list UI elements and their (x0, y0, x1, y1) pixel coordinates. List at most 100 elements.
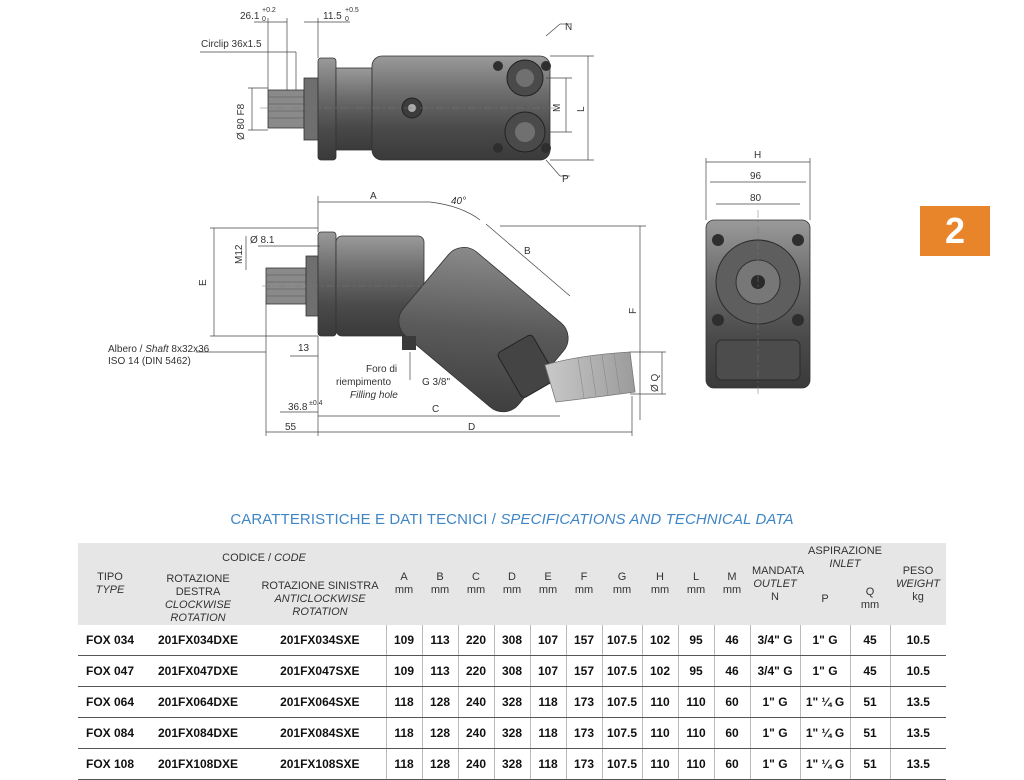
table-cell: 46 (713, 655, 751, 687)
table-cell: 110 (677, 748, 715, 780)
table-cell: 13.5 (889, 717, 947, 749)
table-cell: 201FX034DXE (142, 625, 254, 656)
table-cell: 3/4" G (749, 655, 801, 687)
table-cell: 240 (457, 748, 495, 780)
table-cell: 51 (849, 717, 891, 749)
table-cell: 113 (421, 655, 459, 687)
table-cell: 118 (385, 686, 423, 718)
top-view-dimensions (200, 18, 594, 177)
filling-hole-label: Filling hole (350, 390, 398, 401)
table-cell: 220 (457, 655, 495, 687)
label-f: F (628, 308, 639, 314)
label-m12: M12 (234, 244, 245, 264)
table-cell: 308 (493, 625, 531, 656)
label-g38: G 3/8" (422, 377, 450, 388)
table-cell: 113 (421, 625, 459, 656)
label-l: L (576, 106, 587, 112)
table-cell: 107.5 (601, 655, 643, 687)
side-view-pump (262, 231, 636, 413)
table-cell: 60 (713, 717, 751, 749)
label-angle: 40° (451, 196, 466, 207)
label-p: P (562, 174, 569, 185)
label-h: H (754, 150, 761, 161)
table-cell: 107.5 (601, 748, 643, 780)
table-cell: 308 (493, 655, 531, 687)
dim-26: 26.1 (240, 11, 260, 22)
label-phi81: Ø 8.1 (250, 235, 275, 246)
table-cell: FOX 034 (78, 625, 142, 656)
table-cell: 173 (565, 717, 603, 749)
table-cell: 201FX084DXE (142, 717, 254, 749)
table-cell: 1" ¼ G (799, 686, 851, 718)
dim-11-tol-up: +0.5 (345, 7, 359, 14)
header-code: CODICE / CODE (142, 543, 387, 573)
table-cell: 110 (677, 717, 715, 749)
table-cell: 201FX047SXE (254, 655, 387, 687)
label-n: N (565, 22, 572, 33)
front-view-labels: H 96 80 (750, 150, 762, 204)
table-cell: 201FX064SXE (254, 686, 387, 718)
dim-26-tol-up: +0.2 (262, 7, 276, 14)
table-cell: 328 (493, 686, 531, 718)
technical-drawings: 26.1 +0.2 0 11.5 +0.5 0 Circlip 36x1.5 Ø… (108, 7, 811, 436)
table-cell: 10.5 (889, 625, 947, 656)
table-cell: 173 (565, 748, 603, 780)
label-m: M (552, 104, 563, 112)
table-cell: 107.5 (601, 625, 643, 656)
table-cell: 110 (641, 748, 679, 780)
table-cell: 240 (457, 686, 495, 718)
dim-11-tol-low: 0 (345, 16, 349, 23)
table-cell: 95 (677, 625, 715, 656)
table-cell: FOX 064 (78, 686, 142, 718)
table-cell: 60 (713, 748, 751, 780)
label-13: 13 (298, 343, 310, 354)
section-title-main: CARATTERISTICHE E DATI TECNICI / (230, 511, 501, 528)
table-cell: 45 (849, 625, 891, 656)
table-cell: 157 (565, 625, 603, 656)
table-cell: 107 (529, 625, 567, 656)
shaft-label-line1: Albero / Shaft 8x32x36 (108, 344, 210, 355)
table-cell: 45 (849, 655, 891, 687)
table-cell: 328 (493, 717, 531, 749)
table-cell: 1" G (749, 748, 801, 780)
label-55: 55 (285, 422, 297, 433)
table-cell: 102 (641, 625, 679, 656)
table-cell: 201FX084SXE (254, 717, 387, 749)
table-cell: 1" G (749, 686, 801, 718)
table-cell: 110 (641, 686, 679, 718)
table-cell: 60 (713, 686, 751, 718)
table-cell: 107.5 (601, 686, 643, 718)
table-cell: 201FX034SXE (254, 625, 387, 656)
foro-line1: Foro di (366, 364, 397, 375)
shaft-label-line2: ISO 14 (DIN 5462) (108, 356, 191, 367)
table-cell: 118 (385, 717, 423, 749)
table-cell: 201FX108SXE (254, 748, 387, 780)
table-cell: 110 (641, 717, 679, 749)
label-phiq: Ø Q (650, 373, 661, 392)
table-cell: 46 (713, 625, 751, 656)
table-cell: 102 (641, 655, 679, 687)
table-cell: 118 (529, 717, 567, 749)
table-cell: 173 (565, 686, 603, 718)
table-cell: 109 (385, 625, 423, 656)
phi80-label: Ø 80 F8 (236, 103, 247, 140)
circlip-label: Circlip 36x1.5 (201, 39, 262, 50)
table-cell: 157 (565, 655, 603, 687)
label-36-8: 36.8 (288, 402, 308, 413)
